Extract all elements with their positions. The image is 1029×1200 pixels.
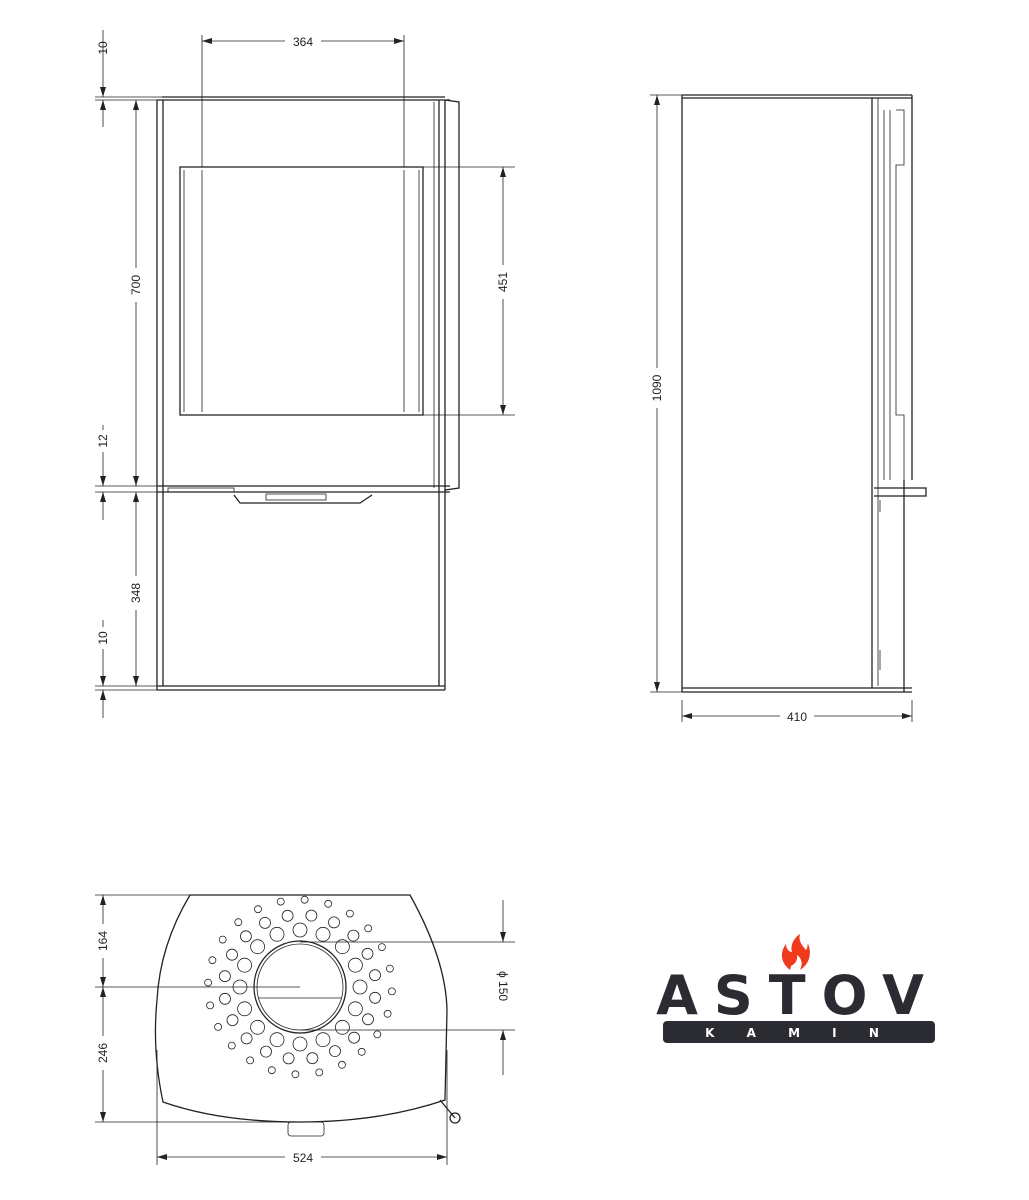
vent-hole bbox=[385, 964, 394, 973]
vent-hole bbox=[214, 1023, 223, 1031]
dim-label-upper-height: 700 bbox=[129, 275, 143, 295]
dim-label-glass-height: 451 bbox=[496, 272, 510, 292]
vent-hole bbox=[254, 905, 262, 914]
dim-label-total-height: 1090 bbox=[650, 374, 664, 401]
dim-label-bottom-plate: 10 bbox=[96, 631, 110, 645]
vent-hole bbox=[239, 930, 252, 943]
vent-hole bbox=[377, 943, 386, 951]
vent-hole bbox=[282, 1052, 295, 1065]
vent-hole bbox=[276, 897, 285, 906]
vent-hole bbox=[305, 909, 318, 922]
vent-hole bbox=[226, 1014, 239, 1027]
vent-hole bbox=[292, 1036, 308, 1052]
vent-hole bbox=[269, 926, 285, 942]
vent-hole bbox=[281, 909, 294, 922]
vent-hole bbox=[315, 926, 331, 942]
dim-label-depth: 410 bbox=[787, 710, 807, 724]
vent-hole bbox=[387, 987, 396, 996]
vent-hole bbox=[237, 1001, 253, 1017]
vent-hole bbox=[352, 979, 368, 995]
vent-hole bbox=[383, 1009, 392, 1018]
vent-hole bbox=[234, 918, 243, 927]
vent-hole bbox=[250, 1019, 266, 1035]
side-view: 1090 410 bbox=[649, 94, 927, 724]
vent-hole bbox=[373, 1030, 382, 1039]
vent-hole bbox=[364, 924, 373, 933]
flame-icon bbox=[781, 934, 810, 970]
vent-hole bbox=[315, 1032, 331, 1048]
air-control-icon bbox=[287, 1121, 325, 1137]
vent-hole bbox=[218, 970, 231, 983]
vent-hole bbox=[348, 1031, 361, 1044]
vent-hole bbox=[338, 1060, 346, 1069]
logo-brand: ASTOV bbox=[656, 964, 940, 1027]
vent-hole bbox=[334, 1019, 350, 1035]
dim-label-lower-height: 348 bbox=[129, 583, 143, 603]
vent-hole bbox=[259, 917, 271, 929]
vent-hole bbox=[334, 939, 350, 955]
dim-label-mid-gap: 12 bbox=[96, 434, 110, 448]
vent-hole bbox=[246, 1056, 255, 1065]
vent-hole bbox=[369, 969, 381, 982]
dim-label-width: 524 bbox=[293, 1151, 313, 1165]
vent-hole bbox=[240, 1032, 253, 1045]
vent-hole bbox=[204, 978, 213, 987]
vent-hole bbox=[269, 1032, 285, 1048]
vent-hole bbox=[324, 899, 333, 908]
vent-hole bbox=[347, 929, 360, 942]
dim-label-top-width: 364 bbox=[293, 35, 313, 49]
vent-hole bbox=[260, 1045, 272, 1058]
front-view: 364 10 700 451 12 348 10 bbox=[95, 30, 515, 718]
logo-sub: K A M I N bbox=[705, 1026, 893, 1040]
vent-hole bbox=[208, 956, 217, 965]
vent-hole bbox=[328, 916, 340, 929]
dim-label-top-cap: 10 bbox=[96, 41, 110, 55]
vent-hole bbox=[219, 992, 231, 1005]
top-view: 164 246 524 ϕ 150 bbox=[95, 894, 515, 1165]
vent-hole bbox=[291, 1070, 300, 1079]
vent-hole bbox=[361, 947, 374, 960]
vent-hole bbox=[300, 895, 309, 904]
vent-hole bbox=[227, 1041, 236, 1050]
vent-hole bbox=[347, 1001, 363, 1017]
vent-hole bbox=[292, 922, 308, 938]
dim-label-front-to-flue: 164 bbox=[96, 931, 110, 951]
vent-hole bbox=[267, 1066, 276, 1075]
vent-hole bbox=[226, 948, 238, 961]
vent-hole bbox=[329, 1045, 341, 1057]
vent-hole bbox=[206, 1001, 215, 1010]
astov-logo: ASTOV K A M I N bbox=[656, 934, 940, 1043]
vent-hole bbox=[362, 1013, 374, 1026]
dim-label-flue-to-back: 246 bbox=[96, 1043, 110, 1063]
vent-hole bbox=[315, 1068, 324, 1077]
dim-label-flue-diameter: ϕ 150 bbox=[496, 971, 510, 1001]
vent-hole bbox=[237, 957, 253, 973]
vent-hole bbox=[357, 1047, 366, 1056]
vent-hole bbox=[218, 935, 227, 944]
vent-hole bbox=[306, 1052, 319, 1065]
vent-hole bbox=[369, 991, 382, 1004]
vent-hole bbox=[347, 957, 363, 973]
vent-hole bbox=[345, 909, 354, 918]
vent-hole bbox=[250, 939, 266, 955]
